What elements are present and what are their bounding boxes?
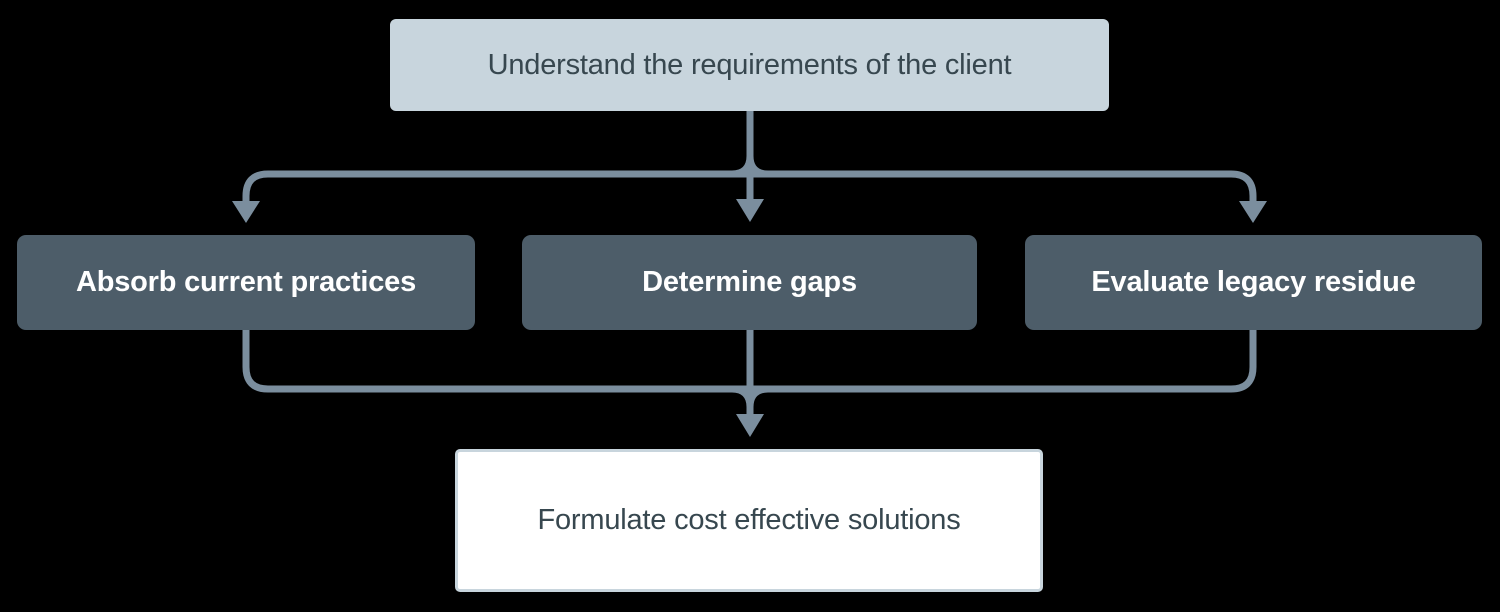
node-label: Understand the requirements of the clien… [487, 48, 1012, 81]
node-label: Absorb current practices [75, 266, 417, 299]
node-formulate-cost-effective-solutions: Formulate cost effective solutions [455, 449, 1043, 592]
arrowhead-down-right-icon [1239, 201, 1267, 223]
node-absorb-current-practices: Absorb current practices [17, 235, 475, 330]
edge-branch-fillet-right [753, 156, 768, 171]
node-evaluate-legacy-residue: Evaluate legacy residue [1025, 235, 1482, 330]
node-understand-requirements: Understand the requirements of the clien… [390, 19, 1109, 111]
arrowhead-down-center-icon [736, 199, 764, 222]
edge-merge-fillet-right [753, 392, 768, 407]
edge-merge-fillet-left [732, 392, 747, 407]
arrowhead-down-bottom-icon [736, 414, 764, 437]
node-label: Formulate cost effective solutions [537, 504, 961, 537]
node-label: Determine gaps [642, 266, 857, 299]
edge-branch-line [242, 170, 1257, 203]
node-label: Evaluate legacy residue [1091, 266, 1416, 299]
node-determine-gaps: Determine gaps [522, 235, 977, 330]
edge-branch-fillet-left [732, 156, 747, 171]
edge-merge-line [242, 329, 1257, 393]
arrowhead-down-left-icon [232, 201, 260, 223]
